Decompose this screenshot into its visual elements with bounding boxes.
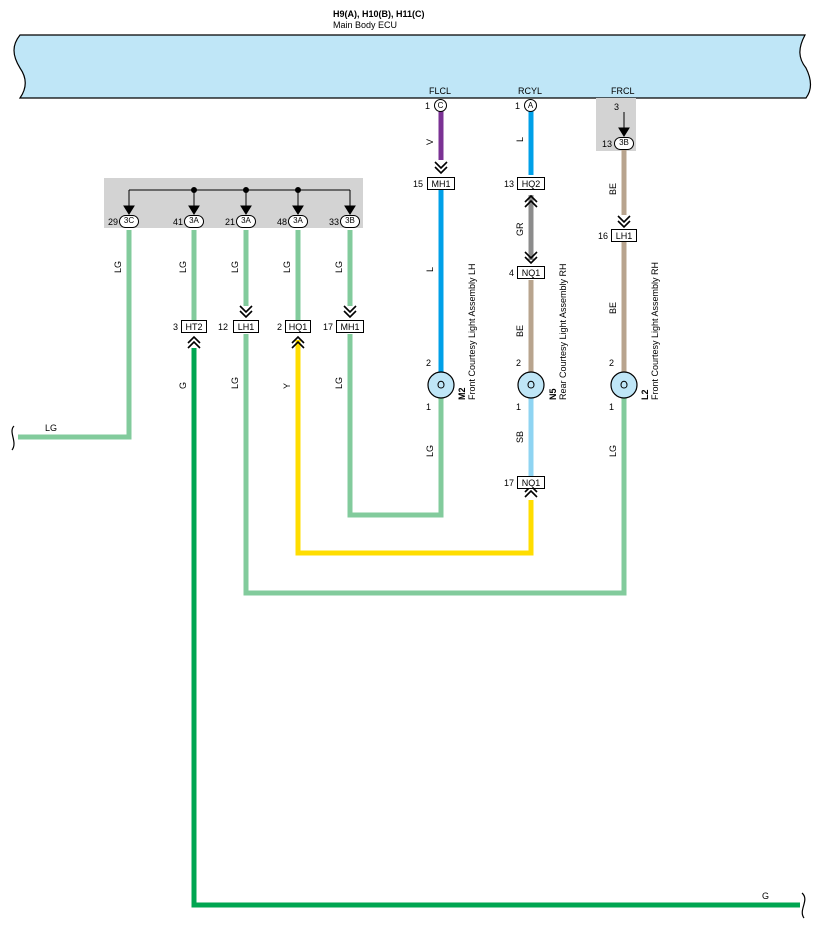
splice-housing [104,178,363,228]
frcl-splice-housing [596,98,636,151]
wire-y [295,340,534,556]
break-right [801,892,806,919]
wire-lg-flcl [347,334,444,518]
connector-chevrons [187,161,631,498]
splice-drops [123,187,356,215]
lamp-l2-icon [610,371,638,399]
frcl-arrow [618,112,630,137]
lamp-n5-icon [517,371,545,399]
wire-lg-frcl [243,334,627,596]
ecu-body [13,34,812,99]
wire-lg-29 [18,230,132,440]
lamp-m2-icon [427,371,455,399]
wire-g [191,348,800,908]
break-left [11,425,15,451]
